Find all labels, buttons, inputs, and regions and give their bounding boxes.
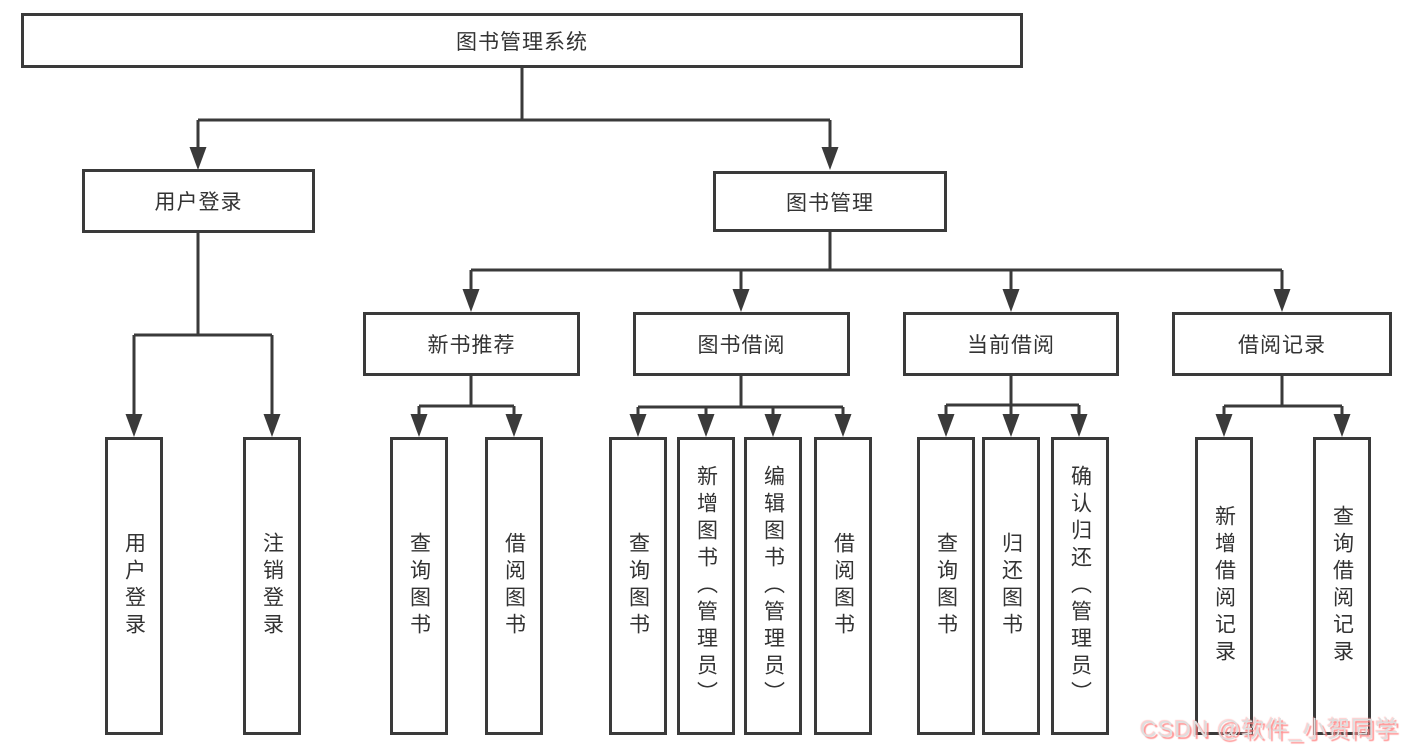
leaf-label: 查询图书 bbox=[626, 532, 650, 640]
node-label: 借阅记录 bbox=[1238, 334, 1326, 357]
node-new-book-recommend: 新书推荐 bbox=[363, 312, 580, 376]
node-label: 图书借阅 bbox=[697, 334, 786, 357]
leaf-user-login: 用户登录 bbox=[105, 437, 163, 735]
leaf-query-books-recommend: 查询图书 bbox=[390, 437, 448, 735]
leaf-logout: 注销登录 bbox=[243, 437, 301, 735]
leaf-query-borrow-record: 查询借阅记录 bbox=[1313, 437, 1371, 735]
node-label: 图书管理 bbox=[786, 191, 874, 215]
node-borrow-records: 借阅记录 bbox=[1172, 312, 1392, 376]
node-label: 新书推荐 bbox=[427, 334, 516, 357]
leaf-label: 确认归还（管理员） bbox=[1068, 464, 1092, 708]
node-label: 用户登录 bbox=[154, 191, 243, 214]
leaf-query-books-current: 查询图书 bbox=[917, 437, 975, 735]
leaf-confirm-return-admin: 确认归还（管理员） bbox=[1051, 437, 1109, 735]
node-user-login-branch: 用户登录 bbox=[82, 169, 315, 233]
leaf-label: 借阅图书 bbox=[831, 532, 855, 640]
leaf-label: 查询借阅记录 bbox=[1330, 505, 1354, 667]
node-book-borrow: 图书借阅 bbox=[633, 312, 850, 376]
leaf-label: 用户登录 bbox=[122, 532, 146, 640]
leaf-borrow-books: 借阅图书 bbox=[814, 437, 872, 735]
leaf-label: 借阅图书 bbox=[502, 532, 526, 640]
leaf-label: 注销登录 bbox=[260, 532, 284, 640]
leaf-query-books-borrow: 查询图书 bbox=[609, 437, 667, 735]
node-book-management-branch: 图书管理 bbox=[713, 171, 947, 232]
leaf-return-books: 归还图书 bbox=[982, 437, 1040, 735]
leaf-label: 新增图书（管理员） bbox=[694, 464, 718, 708]
leaf-add-books-admin: 新增图书（管理员） bbox=[677, 437, 735, 735]
csdn-watermark: CSDN @软件_小贺同学 bbox=[1140, 716, 1399, 742]
leaf-label: 新增借阅记录 bbox=[1212, 505, 1236, 667]
node-library-management-system: 图书管理系统 bbox=[21, 13, 1023, 68]
leaf-add-borrow-record: 新增借阅记录 bbox=[1195, 437, 1253, 735]
leaf-label: 归还图书 bbox=[999, 532, 1023, 640]
leaf-edit-books-admin: 编辑图书（管理员） bbox=[744, 437, 802, 735]
node-current-borrow: 当前借阅 bbox=[903, 312, 1119, 376]
leaf-borrow-books-recommend: 借阅图书 bbox=[485, 437, 543, 735]
node-label: 图书管理系统 bbox=[456, 30, 588, 54]
leaf-label: 查询图书 bbox=[934, 532, 958, 640]
leaf-label: 查询图书 bbox=[407, 532, 431, 640]
node-label: 当前借阅 bbox=[967, 334, 1055, 357]
leaf-label: 编辑图书（管理员） bbox=[761, 464, 785, 708]
